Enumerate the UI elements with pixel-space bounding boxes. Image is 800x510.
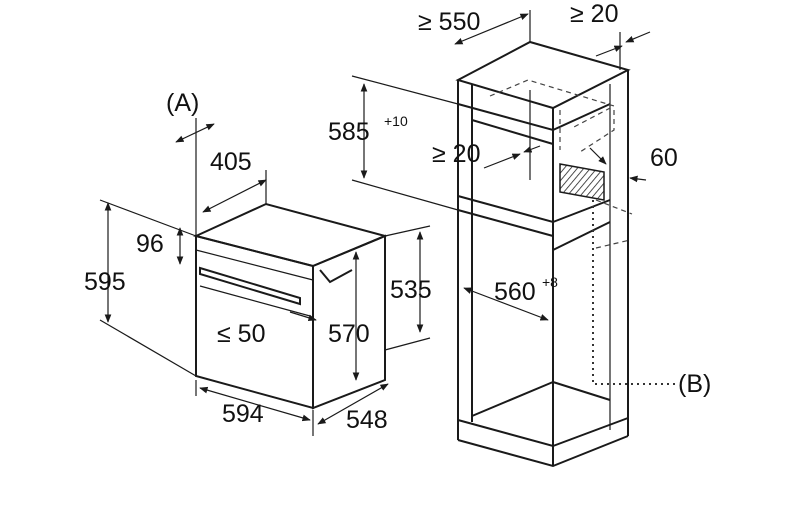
dim-oven-niche-height: 535 xyxy=(390,276,432,304)
dim-oven-top-offset: 96 xyxy=(136,230,164,258)
oven-drawing xyxy=(193,202,389,410)
dim-cabinet-niche-height-tol: +10 xyxy=(384,113,408,129)
diagram-text: (A) (B) 405 96 595 ≤ 50 570 535 594 548 … xyxy=(84,0,711,434)
dim-cabinet-inner-min: ≥ 20 xyxy=(432,140,480,168)
label-b: (B) xyxy=(678,370,711,398)
dim-cabinet-side-min: ≥ 20 xyxy=(570,0,618,28)
label-a: (A) xyxy=(166,89,199,117)
cabinet-dimension-lines xyxy=(351,10,651,321)
dim-cabinet-niche-width: 560 xyxy=(494,278,536,306)
dim-oven-front-depth: 405 xyxy=(210,148,252,176)
oven-dimension-lines xyxy=(99,118,431,436)
dim-cabinet-depth-min: ≥ 550 xyxy=(418,8,480,36)
dim-oven-width: 594 xyxy=(222,400,264,428)
dim-oven-height: 595 xyxy=(84,268,126,296)
dim-cabinet-niche-width-tol: +8 xyxy=(542,274,558,290)
dim-oven-inner-height: 570 xyxy=(328,320,370,348)
dim-oven-depth: 548 xyxy=(346,406,388,434)
dim-cabinet-vent: 60 xyxy=(650,144,678,172)
dim-handle-clearance: ≤ 50 xyxy=(217,320,265,348)
dim-cabinet-niche-height: 585 xyxy=(328,118,370,146)
cabinet-drawing xyxy=(455,40,676,468)
